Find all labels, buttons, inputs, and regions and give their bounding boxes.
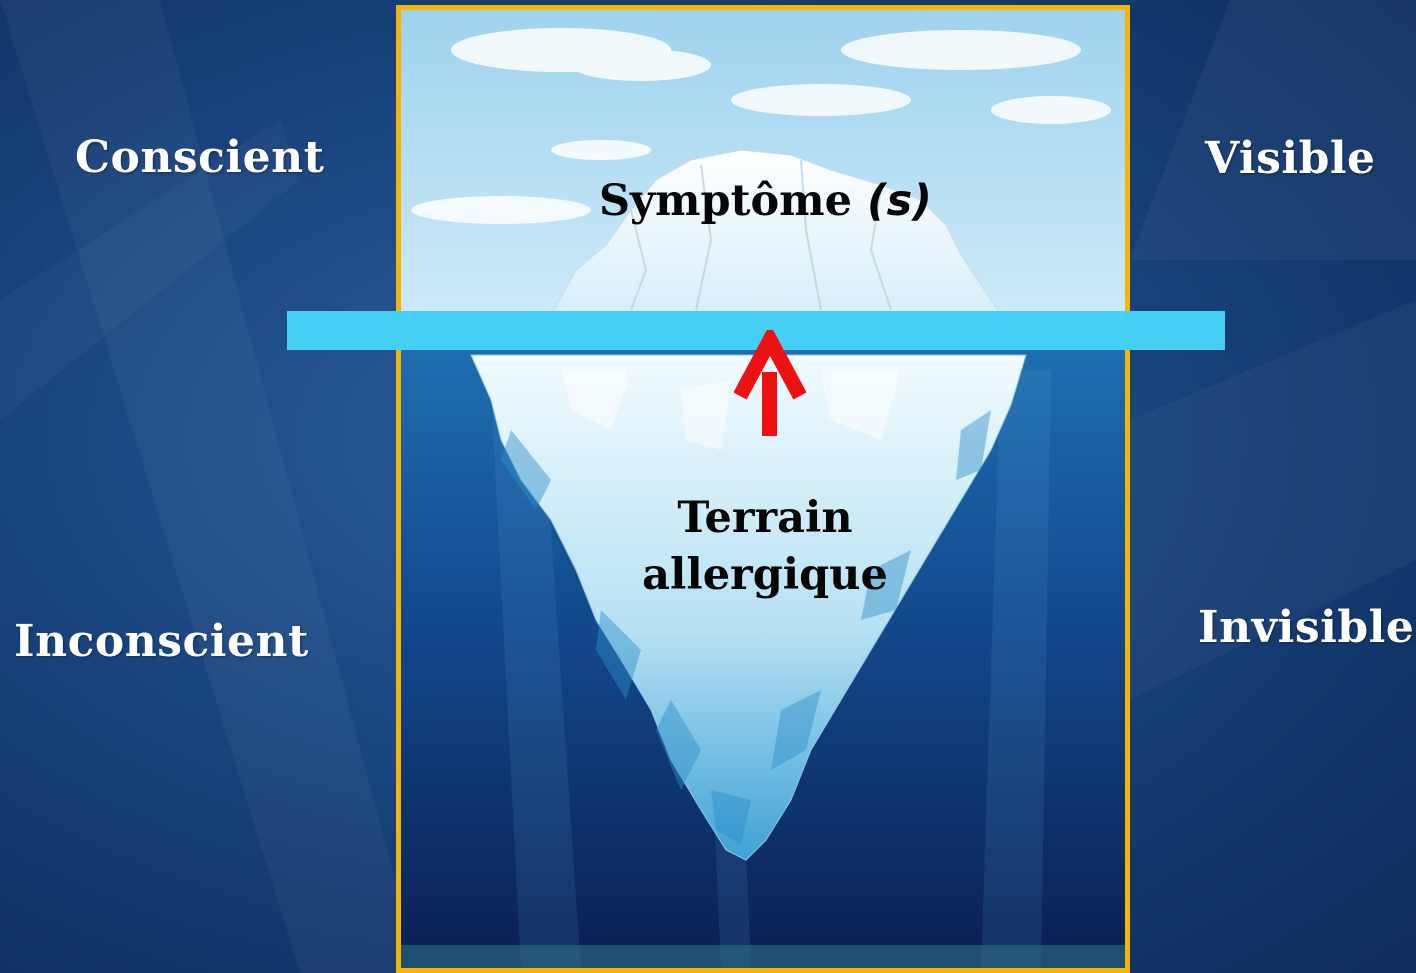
label-visible: Visible — [1205, 133, 1376, 184]
iceberg-illustration — [401, 10, 1125, 968]
terrain-line1: Terrain — [600, 490, 930, 547]
symptom-text: Symptôme — [599, 176, 852, 226]
label-symptom: Symptôme (s) — [599, 176, 932, 226]
label-inconscient: Inconscient — [14, 616, 309, 667]
up-arrow-icon — [734, 330, 806, 440]
label-invisible: Invisible — [1198, 602, 1414, 653]
label-conscient: Conscient — [75, 132, 324, 183]
iceberg-frame — [396, 5, 1130, 973]
terrain-line2: allergique — [600, 547, 930, 604]
symptom-suffix: (s) — [867, 176, 932, 226]
label-terrain-allergique: Terrain allergique — [600, 490, 930, 604]
